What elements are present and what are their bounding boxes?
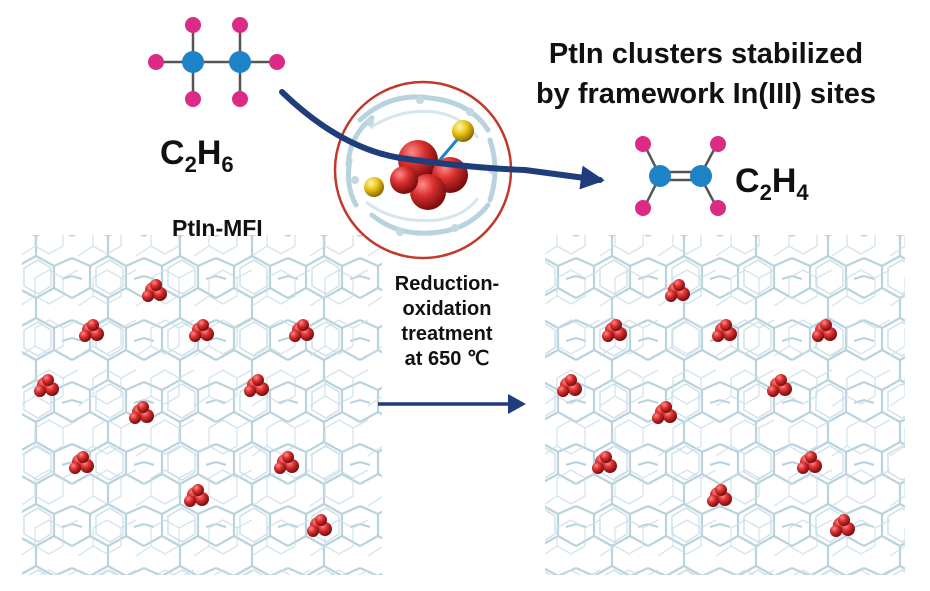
treatment-line-4: at 650 ℃ (404, 348, 490, 370)
ptin-cluster-site-icon (189, 319, 214, 342)
ptin-cluster-site-icon (557, 374, 582, 397)
ptin-cluster-site-icon (69, 451, 94, 474)
ptin-cluster-site-icon (274, 451, 299, 474)
ptin-cluster-site-icon (767, 374, 792, 397)
right-cluster-group (557, 279, 855, 537)
ethene-molecule-icon (635, 136, 726, 216)
ptin-cluster-site-icon (592, 451, 617, 474)
product-subscript-2: 4 (796, 180, 809, 205)
left-cluster-group (34, 279, 332, 537)
ptin-cluster-site-icon (307, 514, 332, 537)
title-line-1: PtIn clusters stabilized (548, 38, 864, 70)
ptin-cluster-site-icon (289, 319, 314, 342)
ptin-cluster-site-icon (602, 319, 627, 342)
treatment-line-1: Reduction- (394, 273, 500, 295)
ptin-cluster-site-icon (79, 319, 104, 342)
left-framework (22, 235, 382, 575)
title-line-2: by framework In(III) sites (535, 78, 877, 110)
treatment-label: Reduction- oxidation treatment at 650 ℃ (372, 272, 522, 372)
reactant-formula: C2H6 (160, 134, 234, 176)
ptin-cluster-site-icon (652, 401, 677, 424)
ethane-molecule-icon (148, 17, 285, 107)
product-element-2: H (771, 162, 797, 200)
reactant-element-1: C (160, 134, 185, 172)
ptin-cluster-site-icon (665, 279, 690, 302)
reactant-subscript-2: 6 (221, 152, 234, 177)
product-formula: C2H4 (735, 162, 809, 204)
treatment-line-3: treatment (401, 323, 493, 345)
treatment-line-2: oxidation (402, 298, 492, 320)
ptin-cluster-icon (333, 80, 513, 260)
ptin-cluster-site-icon (712, 319, 737, 342)
ptin-cluster-site-icon (707, 484, 732, 507)
product-element-1: C (735, 162, 760, 200)
ptin-cluster-site-icon (184, 484, 209, 507)
ptin-cluster-site-icon (812, 319, 837, 342)
product-subscript-1: 2 (759, 180, 772, 205)
ptin-cluster-site-icon (142, 279, 167, 302)
ptin-cluster-site-icon (244, 374, 269, 397)
diagram-title: PtIn clusters stabilized by framework In… (500, 34, 912, 114)
ptin-cluster-site-icon (34, 374, 59, 397)
reactant-subscript-1: 2 (184, 152, 197, 177)
ptin-cluster-site-icon (830, 514, 855, 537)
process-arrow-icon (378, 394, 526, 414)
reaction-arrow-icon (279, 89, 605, 190)
ptin-cluster-site-icon (797, 451, 822, 474)
ptin-cluster-site-icon (129, 401, 154, 424)
material-label: PtIn-MFI (172, 215, 263, 241)
reactant-element-2: H (196, 134, 222, 172)
